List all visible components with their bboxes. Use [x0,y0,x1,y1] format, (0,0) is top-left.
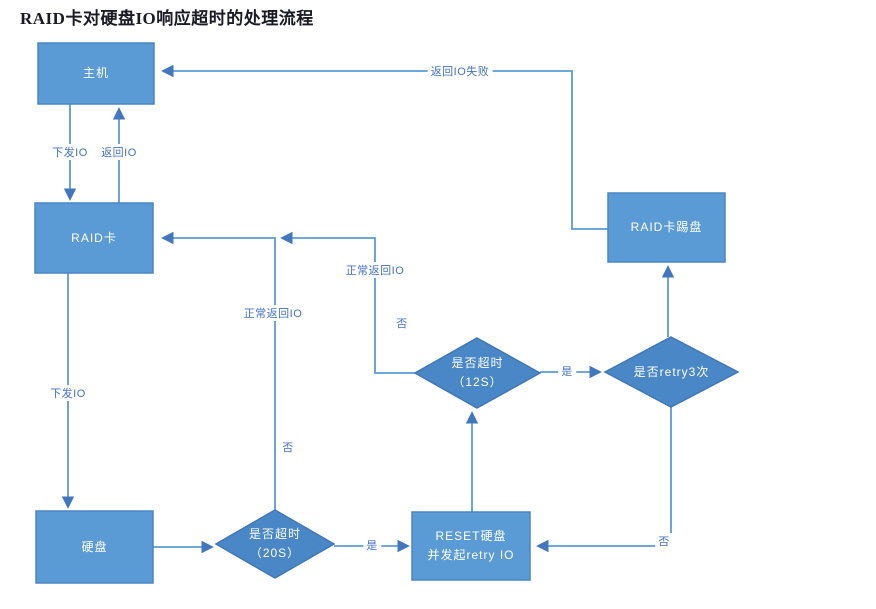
timeout12s-diamond [413,337,542,409]
retry3-diamond [603,336,740,408]
host-box [37,42,155,105]
diagram-title: RAID卡对硬盘IO响应超时的处理流程 [20,9,314,28]
raidkick-box [607,192,726,263]
edge-timeout20s-no-to-raidcard [161,231,276,510]
edge-timeout12s-no-to-raidcard [280,231,415,374]
edge-raidkick-to-host [161,64,608,230]
raidcard-box [34,202,154,274]
disk-box [35,510,154,584]
timeout20s-diamond [214,509,336,579]
edge-retry3-no-to-reset [536,407,672,553]
reset-disk-box [411,511,531,581]
